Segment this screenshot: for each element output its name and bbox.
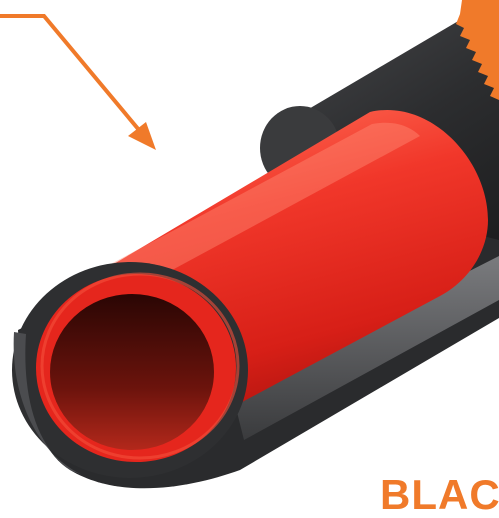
pipe-bore xyxy=(50,294,214,450)
pipe-cutaway-illustration xyxy=(0,0,499,506)
pointer-arrow-icon xyxy=(0,16,156,150)
caption-text: BLAC xyxy=(380,474,499,516)
